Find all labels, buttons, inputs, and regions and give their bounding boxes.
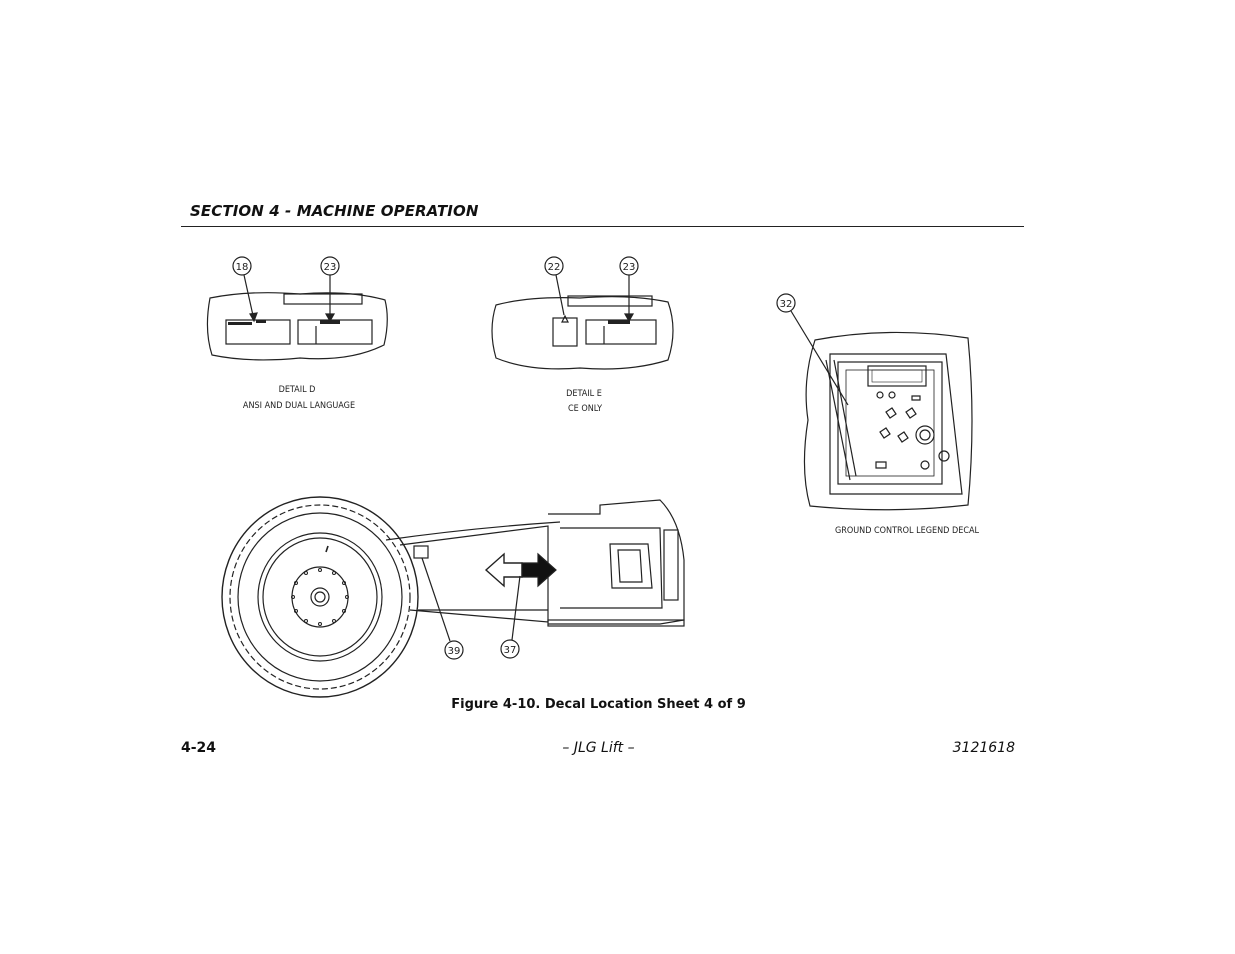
callout-37: 37 [504,645,517,656]
ground-control-drawing [776,293,973,511]
detail-d-drawing [206,256,388,361]
callout-37-circle [500,639,520,659]
chassis-drawing [221,496,685,698]
section-title: SECTION 4 - MACHINE OPERATION [190,202,479,220]
callout-18-circle [232,256,252,276]
header-rule [181,226,1024,227]
callout-39: 39 [448,646,461,657]
callout-32: 32 [780,299,793,310]
footer-center-text: – JLG Lift – [562,740,635,756]
page-number: 4-24 [181,740,217,756]
detail-d-subtitle: ANSI AND DUAL LANGUAGE [243,401,355,411]
callout-22-circle [544,256,564,276]
callout-32-circle [776,293,796,313]
figure-caption: Figure 4-10. Decal Location Sheet 4 of 9 [451,697,746,712]
callout-23-d: 23 [324,262,337,273]
callout-23-e: 23 [623,262,636,273]
detail-d-title: DETAIL D [279,385,316,395]
detail-e-drawing [491,256,674,370]
ground-control-label: GROUND CONTROL LEGEND DECAL [835,526,980,536]
callout-39-circle [444,640,464,660]
doc-number: 3121618 [952,740,1015,756]
detail-e-subtitle: CE ONLY [568,404,602,414]
callout-22: 22 [548,262,561,273]
callout-18: 18 [236,262,249,273]
detail-e-title: DETAIL E [566,389,602,399]
